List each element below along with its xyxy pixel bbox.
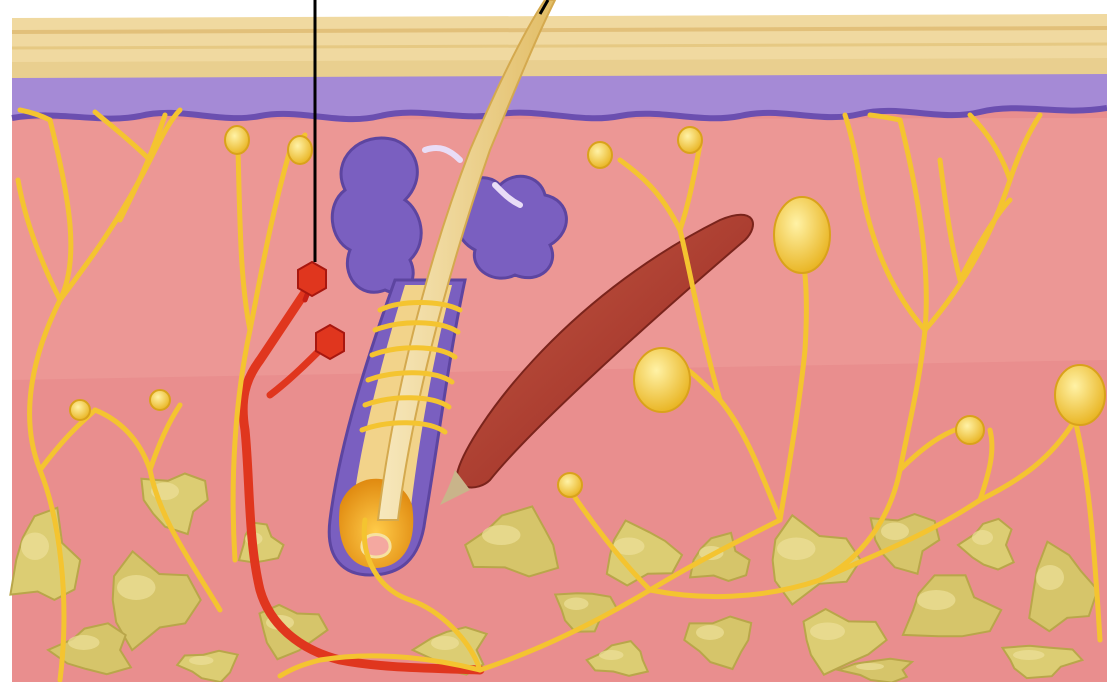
- sensory-receptor: [1055, 365, 1105, 425]
- fat-lobule-highlight: [482, 525, 521, 545]
- fat-lobule-highlight: [917, 590, 956, 610]
- fat-lobule-highlight: [856, 663, 884, 670]
- sensory-receptor: [634, 348, 690, 412]
- epidermis-outer-layer: [12, 14, 1107, 66]
- fat-lobule-highlight: [810, 623, 845, 641]
- fat-lobule-highlight: [117, 575, 156, 600]
- fat-lobule-highlight: [21, 533, 49, 561]
- sensory-receptor: [558, 473, 582, 497]
- fat-lobule-highlight: [1036, 565, 1064, 590]
- fat-lobule-highlight: [777, 538, 816, 561]
- fat-lobule-highlight: [599, 650, 624, 660]
- sensory-receptor: [70, 400, 90, 420]
- fat-lobule-highlight: [696, 625, 724, 640]
- sensory-receptor: [225, 126, 249, 154]
- sensory-receptor: [678, 127, 702, 153]
- fat-lobule-highlight: [972, 530, 993, 545]
- sensory-receptor: [956, 416, 984, 444]
- fat-lobule-highlight: [881, 523, 909, 541]
- vessel-ending-upper: [298, 262, 326, 296]
- fat-lobule-highlight: [564, 598, 589, 611]
- sensory-receptor: [288, 136, 312, 164]
- fat-lobule-highlight: [431, 636, 459, 650]
- vessel-ending-lower: [316, 325, 344, 359]
- sensory-receptor: [150, 390, 170, 410]
- fat-lobule-highlight: [68, 635, 100, 650]
- fat-lobule-highlight: [189, 656, 214, 665]
- sensory-receptor: [774, 197, 830, 273]
- sensory-receptor: [588, 142, 612, 168]
- fat-lobule-highlight: [1013, 650, 1045, 660]
